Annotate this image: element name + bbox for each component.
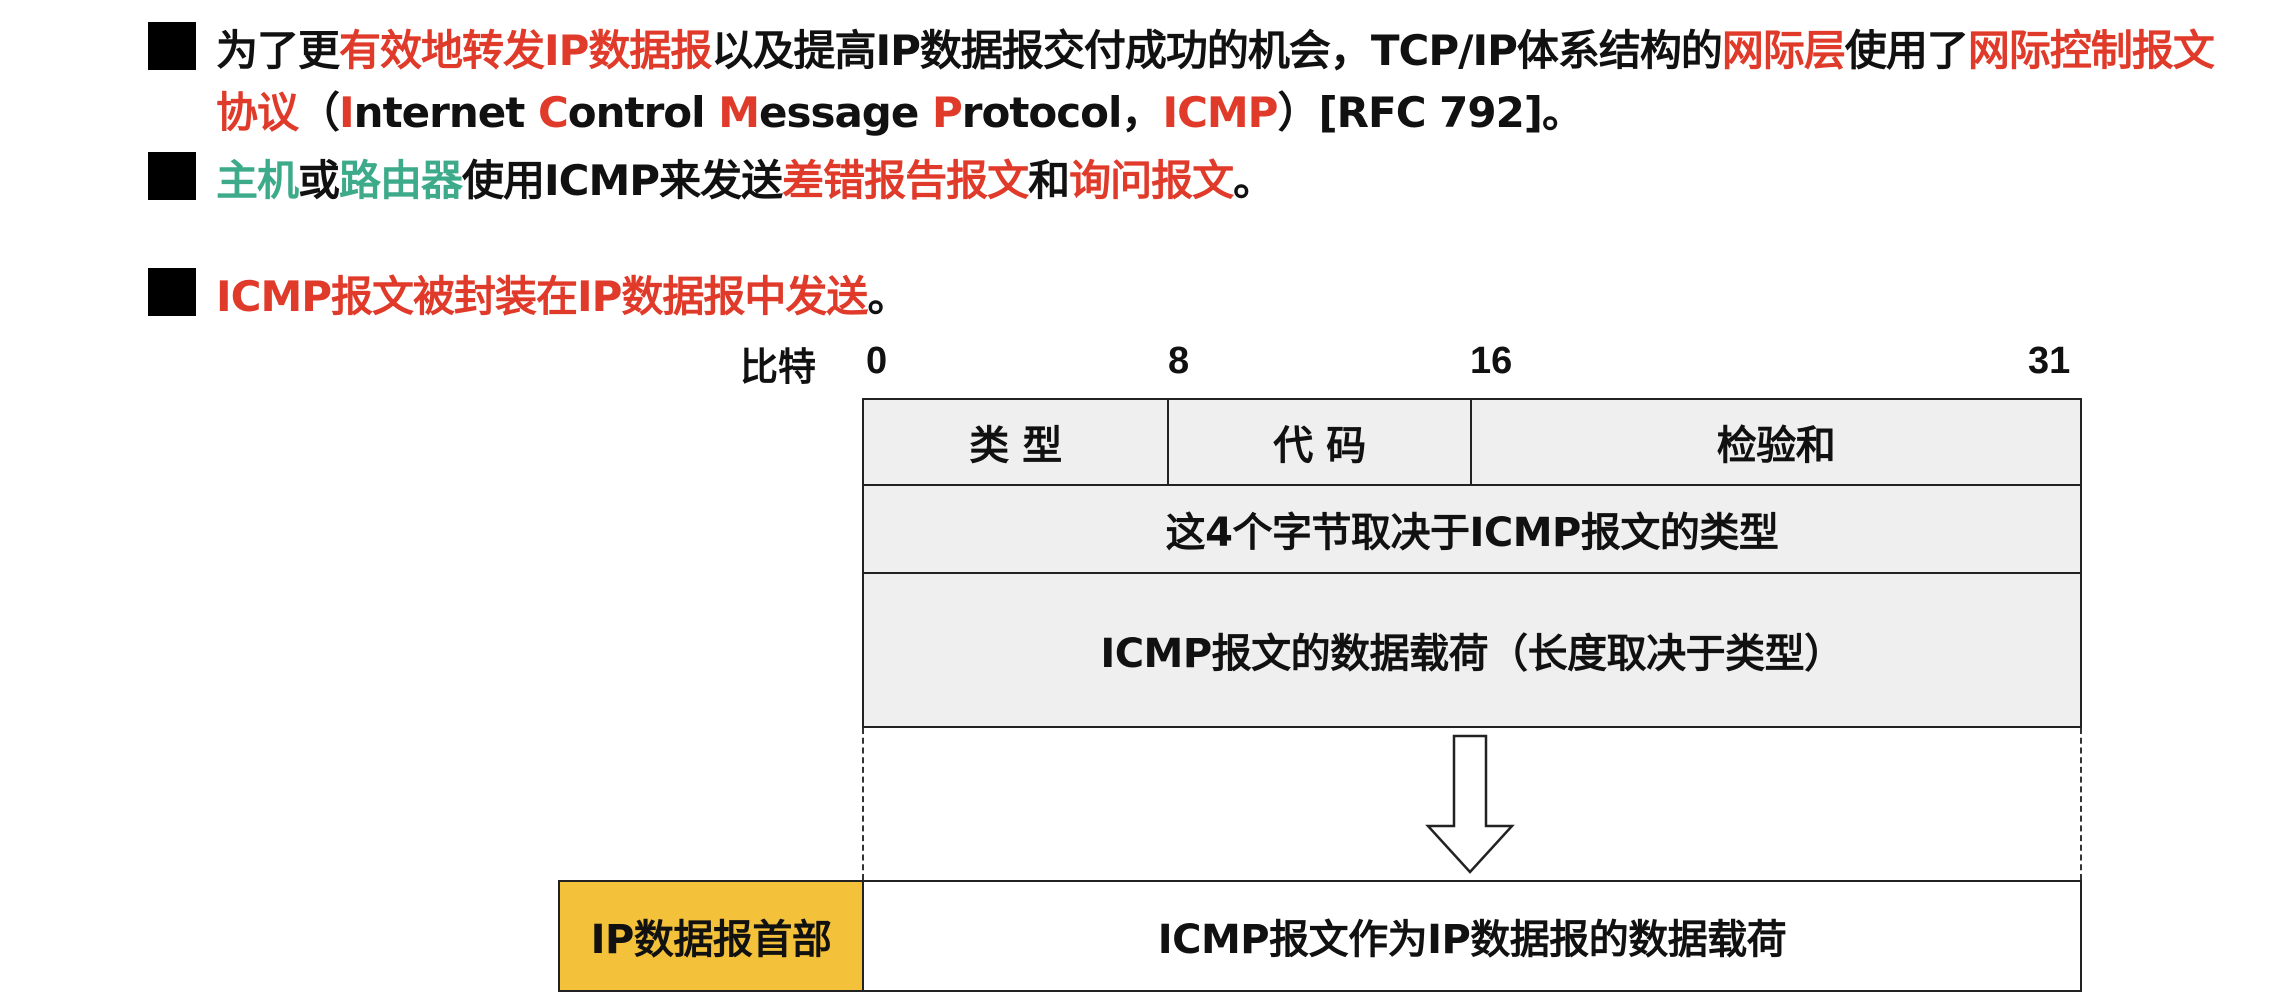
bullet-text-segment: essage (758, 88, 932, 137)
bullet-1: 为了更有效地转发IP数据报以及提高IP数据报交付成功的机会，TCP/IP体系结构… (148, 20, 2228, 144)
bit-label: 比特 (740, 345, 817, 389)
bullet-text-segment: 使用ICMP来发送 (462, 156, 783, 205)
bullet-text-segment: I (339, 88, 355, 137)
field-checksum: 检验和 (1470, 398, 2082, 486)
bullet-text-segment: 主机 (216, 156, 299, 205)
bullet-text-segment: 询问报文 (1069, 156, 1234, 205)
field-code-label: 代 码 (1273, 423, 1366, 469)
bullet-2: 主机或路由器使用ICMP来发送差错报告报文和询问报文。 (148, 150, 2228, 212)
bit-position-8: 8 (1168, 340, 1190, 382)
bullet-text-segment: 差错报告报文 (782, 156, 1029, 205)
bullet-text-segment: ontrol (567, 88, 719, 137)
ip-datagram-header-label: IP数据报首部 (590, 917, 832, 963)
field-code: 代 码 (1167, 398, 1472, 486)
bullet-text-segment: 网际控制报文协议 (216, 26, 2215, 137)
field-icmp-payload-label: ICMP报文的数据载荷（长度取决于类型） (1100, 631, 1844, 677)
bullet-text-segment: P (931, 88, 963, 137)
bullet-text-segment: rotocol， (961, 88, 1164, 137)
bullet-text-segment: 或 (298, 156, 340, 205)
bullet-text-segment: 有效地转发IP数据报 (339, 26, 712, 75)
ip-datagram-header: IP数据报首部 (558, 880, 864, 992)
bit-position-31: 31 (2028, 340, 2071, 382)
bullet-3: ICMP报文被封装在IP数据报中发送。 (148, 266, 2228, 328)
bullet-text-segment: ICMP (1162, 88, 1278, 137)
bullet-text-segment: 。 (867, 272, 909, 321)
field-type-label: 类 型 (969, 423, 1062, 469)
bullet-text-segment: 使用了 (1844, 26, 1969, 75)
dashed-connector-left (862, 728, 864, 880)
bullet-2-text: 主机或路由器使用ICMP来发送差错报告报文和询问报文。 (216, 150, 1275, 212)
field-type-dependent: 这4个字节取决于ICMP报文的类型 (862, 484, 2082, 574)
bullet-text-segment: ICMP报文被封装在IP数据报中发送 (216, 272, 868, 321)
field-icmp-payload: ICMP报文的数据载荷（长度取决于类型） (862, 572, 2082, 728)
bullet-text-segment: 网际层 (1721, 26, 1846, 75)
bullet-square-icon (148, 22, 196, 70)
bullet-square-icon (148, 152, 196, 200)
bullet-text-segment: nternet (353, 88, 538, 137)
bit-position-0: 0 (866, 340, 888, 382)
bullet-text-segment: M (718, 88, 760, 137)
bit-position-16: 16 (1470, 340, 1513, 382)
down-arrow-icon (1425, 734, 1515, 874)
bullet-text-segment: 路由器 (339, 156, 463, 205)
field-checksum-label: 检验和 (1716, 423, 1836, 469)
bullet-text-segment: 和 (1028, 156, 1070, 205)
bullet-3-text: ICMP报文被封装在IP数据报中发送。 (216, 266, 909, 328)
dashed-connector-right (2080, 728, 2082, 880)
bullet-text-segment: ）[RFC 792]。 (1277, 88, 1584, 137)
field-type: 类 型 (862, 398, 1169, 486)
bullet-square-icon (148, 268, 196, 316)
bullet-1-text: 为了更有效地转发IP数据报以及提高IP数据报交付成功的机会，TCP/IP体系结构… (216, 20, 2228, 144)
field-type-dependent-label: 这4个字节取决于ICMP报文的类型 (1165, 510, 1779, 556)
bullet-text-segment: 。 (1233, 156, 1275, 205)
ip-datagram-payload: ICMP报文作为IP数据报的数据载荷 (862, 880, 2082, 992)
bullet-text-segment: C (537, 88, 569, 137)
bullet-text-segment: 以及提高IP数据报交付成功的机会，TCP/IP体系结构的 (711, 26, 1722, 75)
ip-datagram-payload-label: ICMP报文作为IP数据报的数据载荷 (1157, 917, 1787, 963)
bullet-text-segment: 为了更 (216, 26, 340, 75)
bullet-text-segment: （ (298, 88, 340, 137)
